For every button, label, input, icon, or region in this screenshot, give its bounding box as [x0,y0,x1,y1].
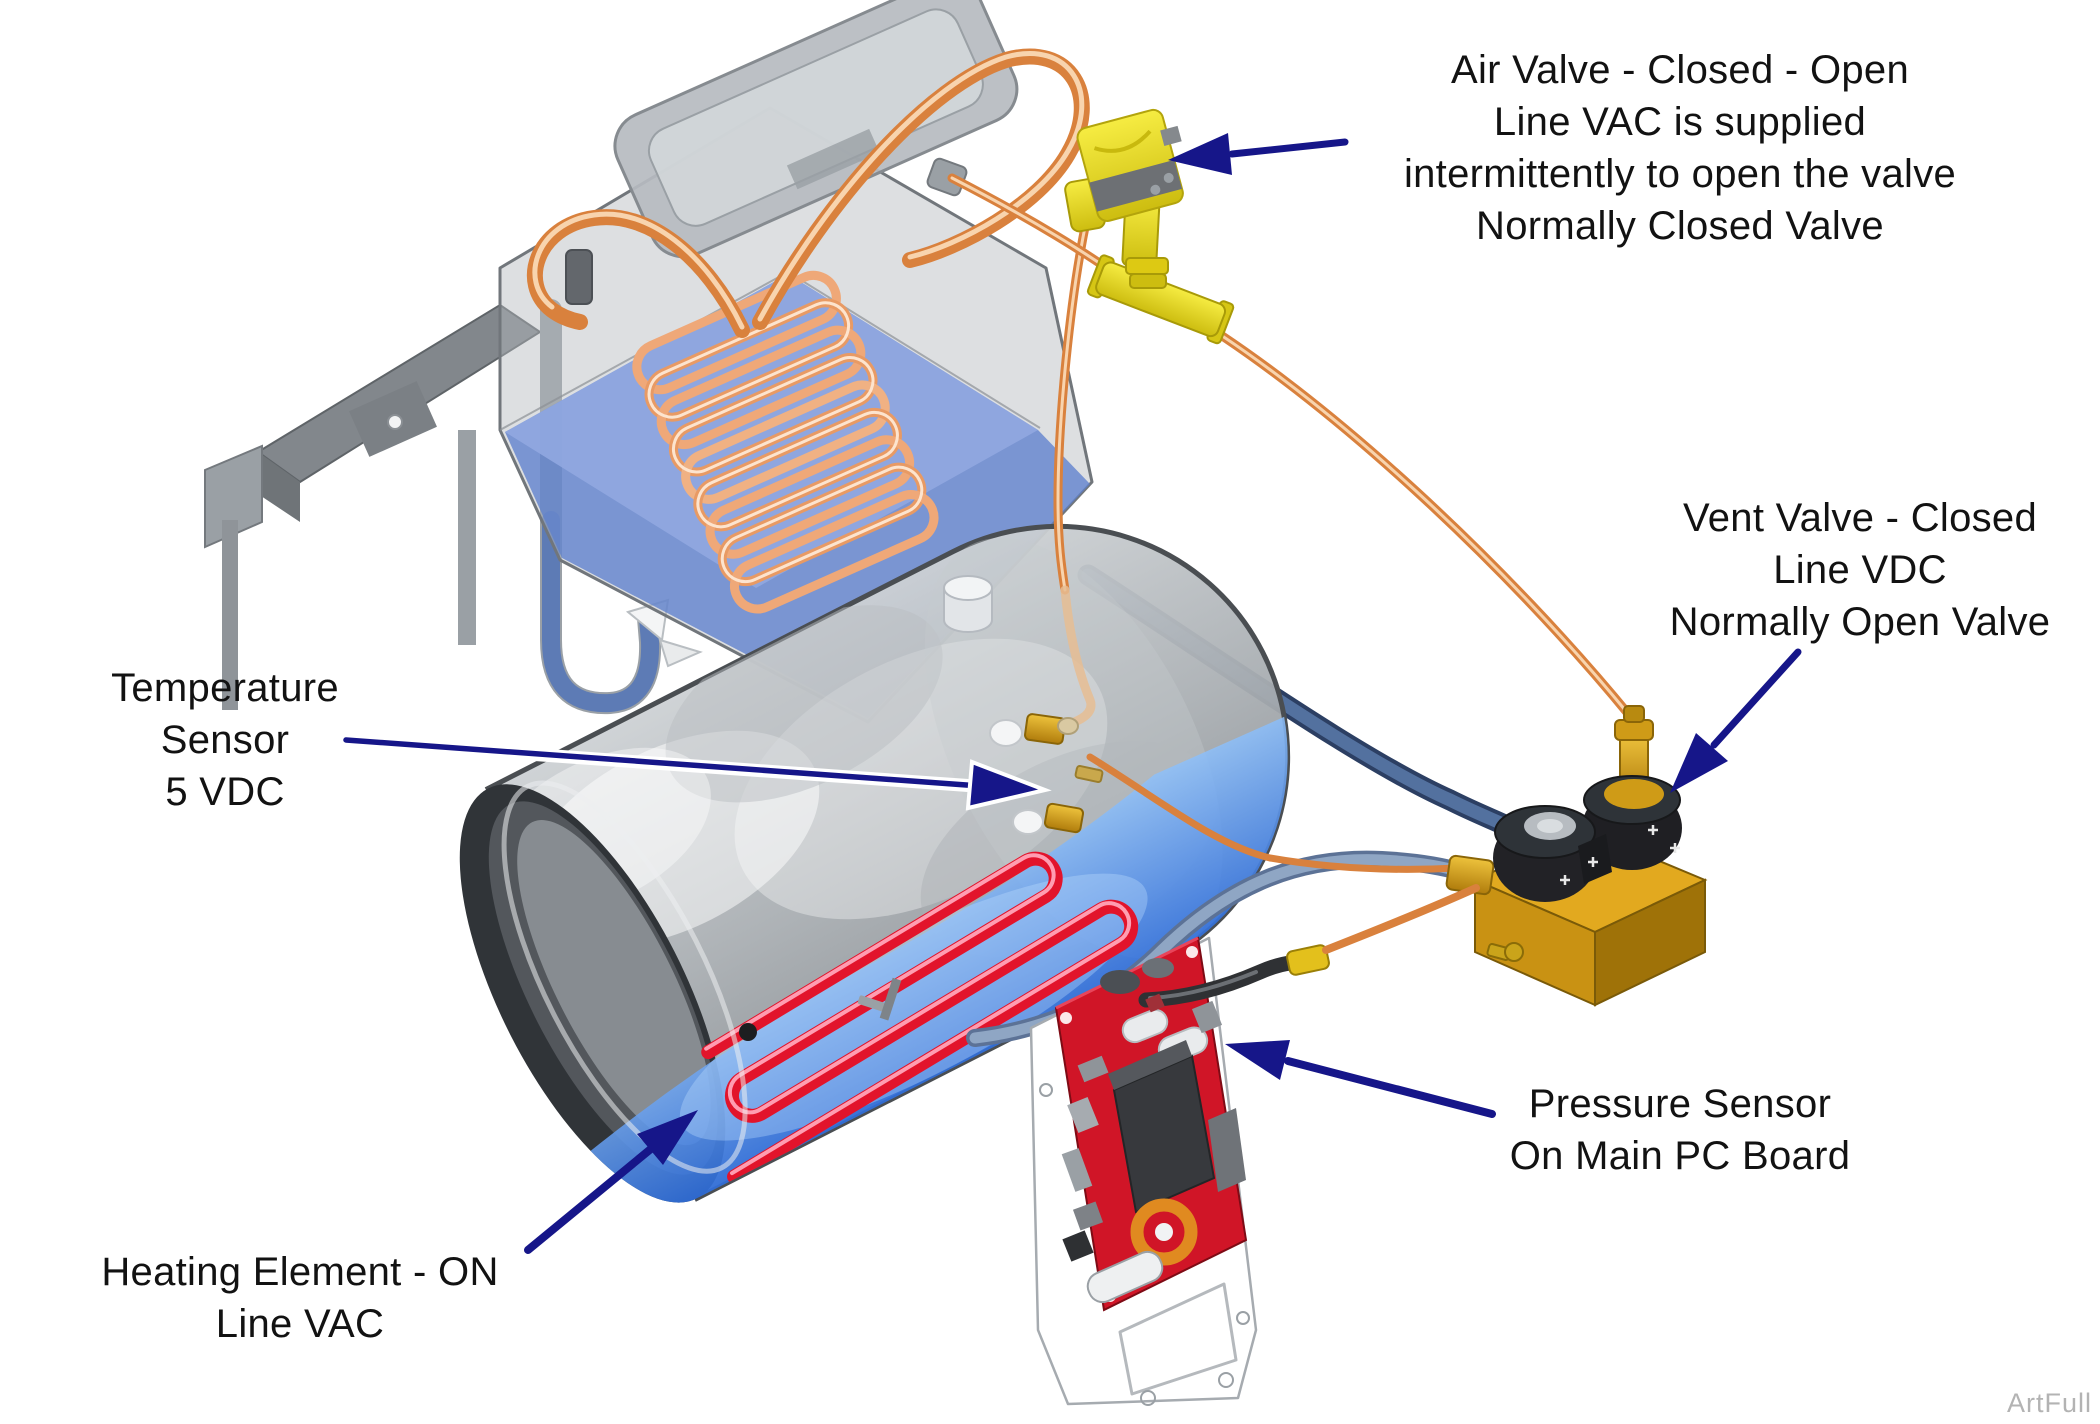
db-connector [1086,1250,1164,1304]
air-valve-arrow [1168,133,1349,175]
vent-valve-label: Vent Valve - Closed Line VDC Normally Op… [1630,492,2090,648]
heating-element [701,851,1139,1184]
sensor-pin [1074,764,1104,784]
copper-loop [527,48,1090,338]
air-valve-label-line: Normally Closed Valve [1476,204,1884,248]
air-valve-tee [1086,254,1235,345]
vent-valve-label-line: Vent Valve - Closed [1682,496,2038,540]
air-valve-label-line: intermittently to open the valve [1403,152,1957,196]
temperature-sensor-arrow [339,734,1052,811]
hose-fitting [1286,944,1330,976]
heating-element-arrow [524,1110,698,1254]
air-valve-label-line: Air Valve - Closed - Open [1450,48,1910,92]
vent-valve-solenoid-front [1493,805,1597,902]
temperature-sensor-label-line: Sensor [160,718,290,762]
main-pc-board [1029,884,1480,1406]
chamber-fittings [739,575,993,1041]
air-valve-label-line: Line VAC is supplied [1493,100,1867,144]
pressure-hose [1138,884,1480,1013]
toroid-coil [1130,1198,1198,1266]
annotation-arrows [339,133,1802,1254]
air-valve [1064,108,1235,345]
temperature-sensor-label-line: Temperature [111,666,339,710]
vent-valve [1445,705,1708,1007]
vent-valve-label-line: Normally Open Valve [1669,600,2051,644]
pressure-sensor-label: Pressure Sensor On Main PC Board [1430,1078,1930,1182]
fill-tube [540,299,703,715]
reservoir-outlet-port [926,157,968,197]
air-valve-label: Air Valve - Closed - Open Line VAC is su… [1340,44,2020,252]
chamber-clamp [857,977,902,1021]
air-valve-solenoid [1076,108,1184,222]
heating-element-label-line: Line VAC [215,1302,385,1346]
vent-valve-label-line: Line VDC [1773,548,1947,592]
temperature-sensor-fittings [989,713,1104,835]
heating-element-label: Heating Element - ON Line VAC [55,1246,545,1350]
chamber-opening [459,784,726,1203]
pressure-sensor-arrow [1225,1040,1496,1118]
temperature-sensor-label: Temperature Sensor 5 VDC [50,662,400,818]
vent-valve-arrow [1670,648,1802,793]
pressure-sensor-label-line: Pressure Sensor [1528,1082,1832,1126]
reservoir-frame [204,303,542,710]
pressure-sensor-label-line: On Main PC Board [1509,1134,1851,1178]
vent-valve-bleed-screw [1486,942,1524,962]
artfull-watermark: ArtFull [2006,1388,2092,1418]
solenoid-screws [1560,825,1680,885]
transformer [1112,1054,1216,1214]
chamber-dot [739,1023,757,1041]
heating-element-label-line: Heating Element - ON [101,1250,499,1294]
temperature-sensor-label-line: 5 VDC [165,770,285,814]
pcb-components [1061,958,1246,1304]
